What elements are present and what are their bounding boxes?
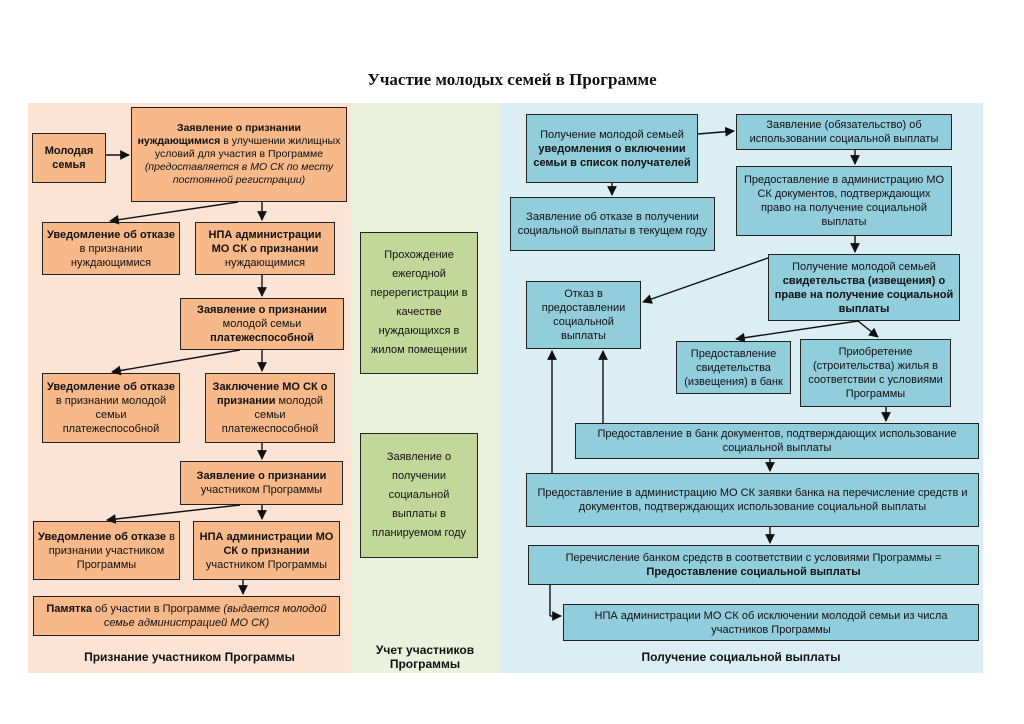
box-payment-refusal: Отказ в предоставлении социальной выплат… [526,281,641,349]
label-registration-1: Учет участников [375,643,475,657]
box-bank-request: Предоставление в администрацию МО СК зая… [526,473,979,527]
box-text: в признании участником Программы [48,530,175,571]
box-text: Заявление (обязательство) об использован… [749,119,939,145]
box-text: Предоставление свидетельства (извещения)… [684,347,783,388]
box-participant-application: Заявление о признании участником Програм… [180,461,343,505]
box-certificate-bank: Предоставление свидетельства (извещения)… [676,341,791,394]
box-npa-participant: НПА администрации МО СК о признании учас… [193,521,340,580]
box-housing-purchase: Приобретение (строительства) жилья в соо… [800,339,951,407]
box-text: Получение молодой семьей [792,260,936,273]
box-text: об участии в Программе [92,603,224,615]
box-reregistration: Прохождение ежегодной перерегистрации в … [360,232,478,374]
box-payment-application: Заявление о получении социальной выплаты… [360,433,478,558]
arrow [697,126,735,137]
panel-registration [351,103,499,673]
box-text: Получение молодой семьей [540,128,684,141]
box-refusal-need: Уведомление об отказе в признании нуждаю… [42,222,180,275]
box-text: Заявление об отказе в получении социальн… [517,211,708,237]
box-text: Предоставление в администрацию МО СК док… [743,174,945,228]
box-text: Заявление о получении социальной выплаты… [371,451,467,539]
box-text-bold: уведомления о включении семьи в список п… [533,142,691,169]
box-text: молодой семьи платежеспособной [221,395,324,435]
box-docs-admin: Предоставление в администрацию МО СК док… [736,166,952,236]
box-text: нуждающимися [224,256,306,269]
box-text-bold: Заключение МО СК о признании [212,381,328,407]
box-text-bold: Уведомление об отказе [47,228,175,241]
arrow [735,320,859,343]
box-text: в признании молодой семьи платежеспособн… [55,395,167,435]
box-text: Предоставление в банк документов, подтве… [597,428,957,454]
box-text: Предоставление в администрацию МО СК зая… [537,487,968,513]
box-refuse-current-year: Заявление об отказе в получении социальн… [510,197,715,251]
arrow [109,201,239,225]
label-recognition: Признание участником Программы [84,650,295,664]
box-text-bold: НПА администрации МО СК о признании [208,228,322,255]
box-text-bold: свидетельства (извещения) о праве на пол… [774,274,954,315]
box-refusal-participant: Уведомление об отказе в признании участн… [33,521,180,580]
box-text: в улучшении жилищных условий для участия… [154,135,341,160]
box-bank-documents: Предоставление в банк документов, подтве… [575,423,979,459]
box-exclusion: НПА администрации МО СК об исключении мо… [563,604,979,641]
box-text-bold: Уведомление об отказе [47,381,175,393]
box-text: Молодая семья [44,145,94,171]
arrow [857,320,879,338]
box-obligation: Заявление (обязательство) об использован… [736,114,952,150]
box-text-bold: Предоставление социальной выплаты [646,566,861,578]
box-text: участником Программы [205,558,328,571]
box-text-bold: Уведомление об отказе [38,530,167,543]
label-payment: Получение социальной выплаты [641,650,841,664]
box-certificate: Получение молодой семьей свидетельства (… [768,254,960,321]
box-text: НПА администрации МО СК об исключении мо… [594,609,948,636]
box-npa-need: НПА администрации МО СК о признании нужд… [195,222,335,275]
box-text-bold: Заявление о признании [196,470,327,482]
box-need-application: Заявление о признании нуждающимися в улу… [131,107,347,202]
box-text: молодой семьи [222,318,302,330]
box-refusal-solvency: Уведомление об отказе в признании молодо… [42,373,180,443]
label-registration-2: Программы [389,657,461,671]
arrow [642,257,769,304]
box-text: участником Программы [200,484,323,496]
box-solvency-conclusion: Заключение МО СК о признании молодой сем… [205,373,335,443]
box-young-family: Молодая семья [32,133,106,183]
box-text-bold: платежеспособной [210,332,314,344]
box-text-bold: НПА администрации МО СК о признании [199,530,334,557]
box-inclusion-notice: Получение молодой семьей уведомления о в… [526,114,698,183]
box-text-italic: (выдается молодой семье администрацией М… [103,603,327,629]
arrow [106,504,241,524]
box-text: Приобретение (строительства) жилья в соо… [808,346,943,400]
box-text-bold: Памятка [46,603,92,615]
box-text: Прохождение ежегодной перерегистрации в … [370,249,468,356]
box-text: Перечисление банком средств в соответств… [565,552,942,564]
diagram-title: Участие молодых семей в Программе [367,70,657,89]
box-solvency-application: Заявление о признании молодой семьи плат… [180,298,344,350]
box-funds-transfer: Перечисление банком средств в соответств… [528,545,979,585]
box-text-bold: Заявление о признании [197,304,327,316]
box-text-italic: (предоставляется в МО СК по месту постоя… [144,161,334,186]
box-text: Отказ в предоставлении социальной выплат… [541,288,626,342]
box-text-bold: Заявление о признании нуждающимися [137,122,301,147]
arrow [111,349,241,376]
box-text: в признании нуждающимися [70,242,152,269]
box-memo: Памятка об участии в Программе (выдается… [33,596,340,636]
